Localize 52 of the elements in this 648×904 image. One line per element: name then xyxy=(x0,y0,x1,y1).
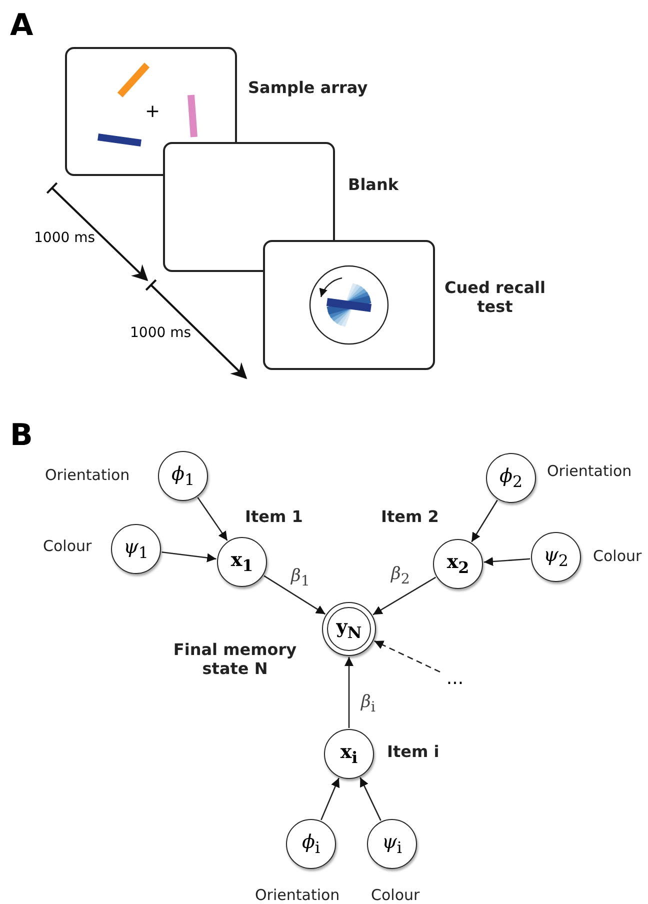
screen-caption: Cued recall test xyxy=(444,278,546,316)
variable-label: Orientation xyxy=(45,466,130,484)
arrow xyxy=(197,497,228,541)
arrow xyxy=(471,500,498,542)
variable-label: Colour xyxy=(371,886,420,904)
item-label: Item 1 xyxy=(245,507,303,526)
panel-letter: A xyxy=(10,8,34,43)
math-symbol: x$_{2}$ xyxy=(446,551,470,577)
variable-node xyxy=(324,729,374,779)
variable-label: Orientation xyxy=(547,462,632,480)
arrow xyxy=(264,575,326,615)
math-symbol: y$_{N}$ xyxy=(336,616,362,642)
math-symbol: ϕ$_{1}$ xyxy=(171,463,195,489)
variable-node xyxy=(158,451,208,501)
item-label: Item 2 xyxy=(381,507,439,526)
math-symbol: ψ$_{2}$ xyxy=(544,544,568,570)
screen-frame xyxy=(163,142,335,272)
arrow xyxy=(360,777,382,821)
variable-node xyxy=(486,453,536,503)
screen-caption: Sample array xyxy=(248,78,368,97)
variable-node xyxy=(367,819,417,869)
ellipsis-text: ... xyxy=(440,668,470,690)
duration-label: 1000 ms xyxy=(130,325,192,341)
arrow xyxy=(162,552,216,562)
math-symbol: ψ$_{1}$ xyxy=(124,536,148,562)
arrow xyxy=(344,657,354,728)
variable-node xyxy=(286,819,336,869)
variable-node xyxy=(531,532,581,582)
screen-frame xyxy=(263,240,435,370)
node-caption: Final memory state N xyxy=(172,640,298,678)
observed-node xyxy=(322,602,376,656)
math-symbol: x$_{1}$ xyxy=(230,549,254,575)
fixation-cross: + xyxy=(145,101,160,122)
variable-node xyxy=(217,537,267,587)
orientation-dial-drawing xyxy=(309,265,389,345)
math-symbol: ϕ$_{i}$ xyxy=(302,831,320,857)
arrow xyxy=(372,576,436,616)
variable-label: Colour xyxy=(593,547,642,565)
screen-caption: Blank xyxy=(348,175,399,194)
item-label: Item i xyxy=(387,742,440,761)
panel-letter: B xyxy=(10,418,33,453)
arrow xyxy=(374,640,440,673)
variable-label: Orientation xyxy=(255,886,340,904)
math-symbol: ψ$_{i}$ xyxy=(382,831,402,857)
math-symbol: ϕ$_{2}$ xyxy=(499,465,523,491)
variable-node xyxy=(111,524,161,574)
arrow xyxy=(320,778,340,820)
duration-label: 1000 ms xyxy=(34,230,96,246)
variable-node xyxy=(433,539,483,589)
variable-label: Colour xyxy=(43,537,92,555)
arrow xyxy=(484,556,530,566)
math-symbol: x$_{i}$ xyxy=(340,741,358,767)
